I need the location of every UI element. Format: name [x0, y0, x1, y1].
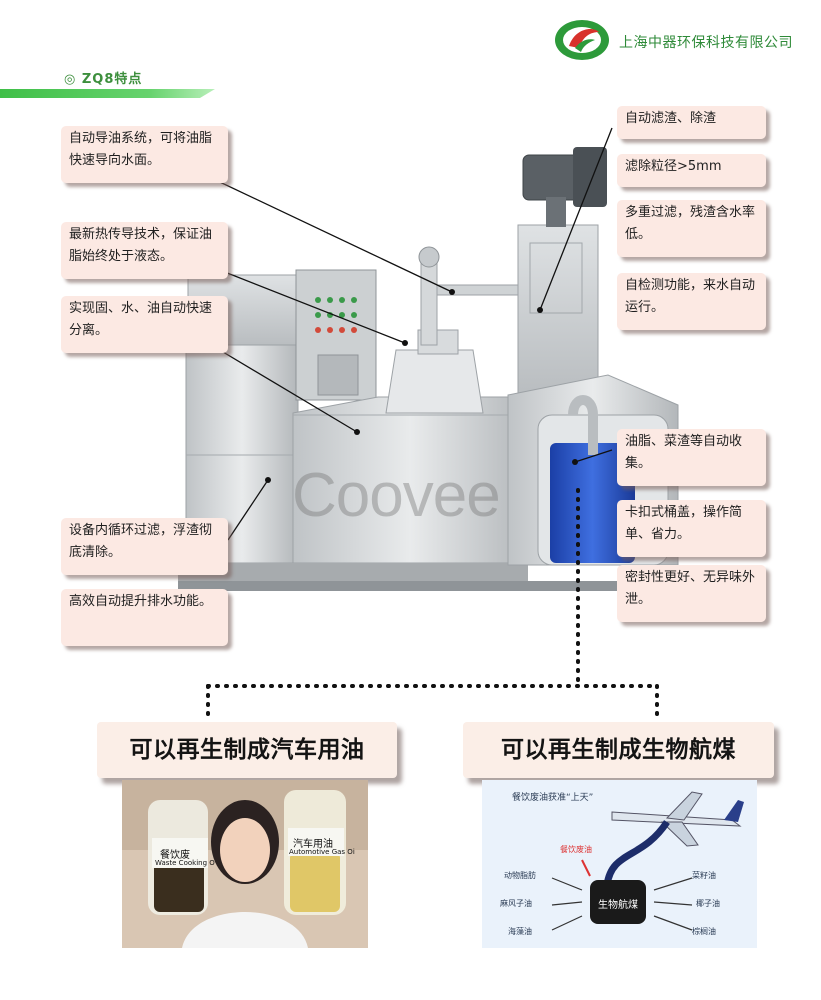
callout-auto-slag-filter: 自动滤渣、除渣: [617, 106, 766, 139]
label-animal-fat: 动物脂肪: [504, 871, 536, 880]
jar-label-auto-en: Automotive Gas Oi: [289, 848, 355, 856]
callout-circulation-filter: 设备内循环过滤，浮渣彻底清除。: [61, 518, 228, 575]
label-palm-oil: 棕榈油: [692, 927, 716, 936]
label-jatropha-oil: 麻风子油: [500, 899, 532, 908]
callout-heat-conduction: 最新热传导技术，保证油脂始终处于液态。: [61, 222, 228, 279]
company-logo: [553, 18, 611, 62]
infographic-header: 餐饮废油获准“上天”: [512, 793, 594, 803]
callout-sealing: 密封性更好、无异味外泄。: [617, 565, 766, 622]
label-coconut-oil: 椰子油: [696, 899, 720, 908]
label-waste-oil: 餐饮废油: [560, 845, 592, 854]
callout-multi-filter: 多重过滤，残渣含水率低。: [617, 200, 766, 257]
company-name: 上海中器环保科技有限公司: [619, 35, 793, 51]
label-bio-fuel-drum: 生物航煤: [598, 900, 638, 911]
callout-clip-lid: 卡扣式桶盖，操作简单、省力。: [617, 500, 766, 557]
section-title: ◎ ZQ8特点: [64, 72, 143, 87]
jar-label-auto: 汽车用油: [293, 839, 333, 850]
callout-auto-separation: 实现固、水、油自动快速分离。: [61, 296, 228, 353]
callout-self-detect: 自检测功能，来水自动运行。: [617, 273, 766, 330]
banner-automotive-oil: 可以再生制成汽车用油: [97, 722, 397, 778]
photo-oil-jars: 餐饮废 Waste Cooking O 汽车用油 Automotive Gas …: [122, 780, 368, 948]
watermark: Coovee: [292, 461, 501, 530]
label-algae-oil: 海藻油: [508, 927, 532, 936]
callout-particle-size: 滤除粒径>5mm: [617, 154, 766, 187]
infographic-bio-jet-fuel: 餐饮废油获准“上天” 餐饮废油 生物航煤 动物脂肪 麻风子油 海藻油 菜籽油 椰…: [482, 780, 757, 948]
callout-auto-drain-lift: 高效自动提升排水功能。: [61, 589, 228, 646]
banner-bio-jet-fuel: 可以再生制成生物航煤: [463, 722, 774, 778]
callout-auto-collect: 油脂、菜渣等自动收集。: [617, 429, 766, 486]
callout-auto-oil-guide: 自动导油系统，可将油脂快速导向水面。: [61, 126, 228, 183]
jar-label-waste-en: Waste Cooking O: [155, 859, 215, 867]
title-underline: [0, 89, 215, 98]
label-rapeseed-oil: 菜籽油: [692, 871, 716, 880]
jar-label-waste: 餐饮废: [160, 850, 190, 861]
